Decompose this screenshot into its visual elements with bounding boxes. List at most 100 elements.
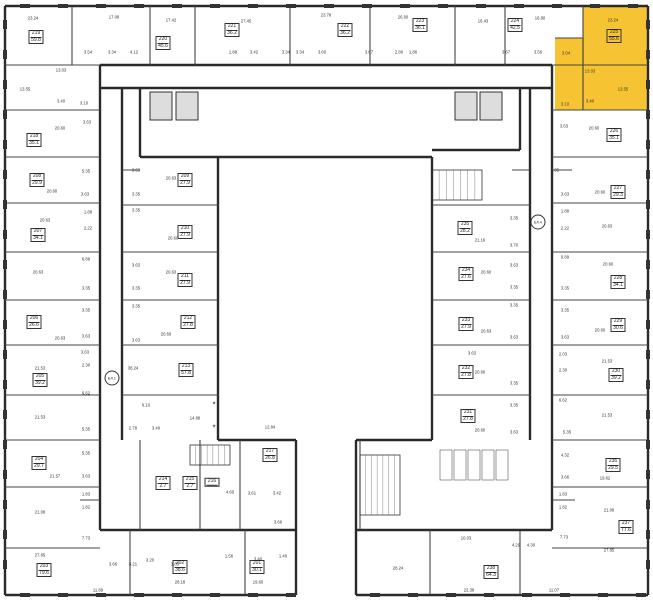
apartment-area: 42.5 — [510, 24, 520, 31]
room-area-label: 23.78 — [320, 12, 332, 18]
room-area-label: 3.63 — [131, 167, 141, 173]
room-area-label: 1.83 — [170, 561, 180, 567]
storage-cell — [453, 449, 467, 481]
room-area-label: 2.30 — [81, 362, 91, 368]
window-mark — [646, 290, 650, 299]
apartment-number: 224 — [509, 18, 521, 26]
room-area-label: 21.53 — [601, 412, 613, 418]
room-area-label: 20.63 — [39, 217, 51, 223]
window-mark — [646, 470, 650, 479]
room-area-label: 20.60 — [474, 369, 486, 375]
window-mark — [438, 4, 448, 8]
apartment-number: 212 — [182, 315, 194, 323]
window-mark — [210, 4, 220, 8]
apartment-number: 226 — [608, 128, 620, 136]
room-area-label: 1.86 — [408, 49, 418, 55]
window-mark — [3, 380, 7, 389]
room-area-label: 21.08 — [34, 509, 46, 515]
apartment-area: 29.9 — [32, 179, 42, 186]
apartment-area: 2.7 — [186, 482, 194, 489]
room-area-label: 1.82 — [81, 504, 91, 510]
elevator-shaft — [454, 91, 478, 121]
elevator-shaft — [175, 91, 199, 121]
room-area-label: 20.60 — [46, 188, 58, 194]
apartment-216[interactable]: 216 — [204, 477, 220, 487]
window-mark — [646, 410, 650, 419]
room-area-label: 3.04 — [561, 50, 571, 56]
room-area-label: 12.84 — [264, 424, 276, 430]
room-area-label: 16.43 — [477, 18, 489, 24]
room-area-label: 13.03 — [55, 67, 67, 73]
apartment-number: 231 — [462, 409, 474, 417]
window-mark — [646, 230, 650, 239]
room-area-label: 3.40 — [151, 425, 161, 431]
room-area-label: 2.78 — [128, 425, 138, 431]
elevator-shaft — [479, 91, 503, 121]
window-mark — [3, 470, 7, 479]
window-mark — [324, 4, 334, 8]
room-area-label: 20.60 — [474, 427, 486, 433]
apartment-number: 214 — [157, 476, 169, 484]
apartment-area: 39.2 — [35, 379, 45, 386]
room-area-label: 13.55 — [19, 86, 31, 92]
window-mark — [3, 140, 7, 149]
room-area-label: 20.60 — [594, 189, 606, 195]
room-area-label: 3.63 — [559, 123, 569, 129]
window-mark — [400, 4, 410, 8]
apartment-number: 238 — [485, 565, 497, 573]
section-mark: БЛ.1 — [104, 370, 120, 386]
room-area-label: 4.30 — [526, 542, 536, 548]
room-area-label: 3.63 — [82, 119, 92, 125]
room-area-label: 3.63 — [560, 334, 570, 340]
room-area-label: 26.60 — [397, 14, 409, 20]
room-area-label: 1.88 — [83, 209, 93, 215]
room-area-label: 20.63 — [165, 175, 177, 181]
apartment-area: 35.1 — [29, 139, 39, 146]
apartment-number: 233 — [460, 317, 472, 325]
window-mark — [3, 50, 7, 59]
room-area-label: 17.42 — [165, 17, 177, 23]
staircase — [189, 444, 231, 466]
storage-cell — [439, 449, 453, 481]
window-mark — [446, 593, 456, 597]
room-area-label: 16.80 — [534, 15, 546, 21]
room-area-label: 3.35 — [509, 380, 519, 386]
